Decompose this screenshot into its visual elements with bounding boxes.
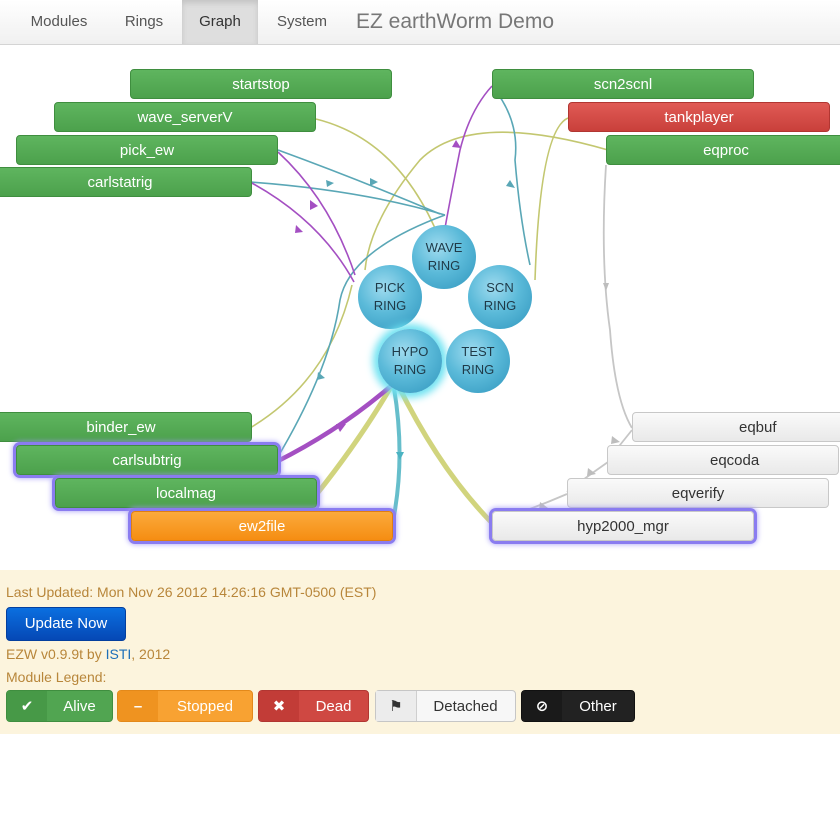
version-suffix: , 2012 (131, 646, 171, 662)
module-ring-graph: startstop wave_serverV pick_ew carlstatr… (0, 45, 840, 570)
module-carlstatrig[interactable]: carlstatrig (0, 167, 252, 197)
x-icon: ✖ (259, 691, 299, 721)
ring-pick[interactable]: PICK RING (358, 265, 422, 329)
module-tankplayer[interactable]: tankplayer (568, 102, 830, 132)
graph-links (249, 85, 633, 527)
tab-rings[interactable]: Rings (124, 13, 164, 30)
module-wave-serverv[interactable]: wave_serverV (54, 102, 316, 132)
link-carlsubtrig-hypo (274, 383, 394, 465)
legend-title: Module Legend: (6, 669, 107, 685)
legend-other-label: Other (579, 698, 617, 715)
version-text: EZW v0.9.9t by ISTI, 2012 (6, 646, 170, 662)
link-binder-pick (249, 284, 353, 429)
ring-scn-line1: SCN (486, 280, 514, 295)
module-hyp2000-mgr[interactable]: hyp2000_mgr (492, 511, 754, 541)
legend-detached-label: Detached (433, 698, 498, 715)
top-navbar: Modules Rings Graph System EZ earthWorm … (0, 0, 840, 45)
ring-hypo-line1: HYPO (391, 344, 429, 359)
ring-pick-line2: RING (373, 298, 407, 313)
link-scn2scnl-wave-p (444, 85, 493, 229)
ring-wave[interactable]: WAVE RING (412, 225, 476, 289)
module-eqbuf[interactable]: eqbuf (632, 412, 840, 442)
link-pick-startpath (277, 151, 356, 276)
module-eqcoda[interactable]: eqcoda (607, 445, 839, 475)
link-pick-wave (277, 149, 441, 215)
link-localmag-hypo (314, 383, 395, 497)
ring-test-line2: RING (461, 362, 495, 377)
isti-link[interactable]: ISTI (105, 646, 132, 662)
link-scn2scnl-wave (491, 85, 531, 266)
update-now-button[interactable]: Update Now (6, 607, 126, 641)
module-scn2scnl[interactable]: scn2scnl (492, 69, 754, 99)
check-icon: ✔ (7, 691, 47, 721)
link-scn-tank (534, 117, 569, 281)
module-eqverify[interactable]: eqverify (567, 478, 829, 508)
link-eqproc-pick (364, 131, 609, 271)
link-eqproc-eqbuf (602, 164, 633, 429)
module-binder-ew[interactable]: binder_ew (0, 412, 252, 442)
ring-pick-line1: PICK (374, 280, 406, 295)
legend-alive-label: Alive (63, 698, 96, 715)
legend-detached: ⚑ Detached (375, 690, 516, 722)
module-carlsubtrig[interactable]: carlsubtrig (16, 445, 278, 475)
ban-icon: ⊘ (522, 691, 562, 721)
legend-other: ⊘ Other (521, 690, 635, 722)
module-ew2file[interactable]: ew2file (131, 511, 393, 541)
ring-hypo-line2: RING (393, 362, 427, 377)
ring-scn[interactable]: SCN RING (468, 265, 532, 329)
link-carlstatrig-wave (249, 181, 446, 216)
legend-stopped-label: Stopped (177, 698, 233, 715)
module-localmag[interactable]: localmag (55, 478, 317, 508)
link-carlstatrig-pick (249, 181, 355, 283)
legend-stopped: – Stopped (117, 690, 253, 722)
link-ew2file-hypo (390, 387, 402, 527)
module-pick-ew[interactable]: pick_ew (16, 135, 278, 165)
status-panel: Last Updated: Mon Nov 26 2012 14:26:16 G… (0, 570, 840, 734)
legend-dead-label: Dead (315, 698, 352, 715)
flag-icon: ⚑ (376, 691, 417, 721)
module-eqproc[interactable]: eqproc (606, 135, 840, 165)
module-startstop[interactable]: startstop (130, 69, 392, 99)
ring-wave-line2: RING (427, 258, 461, 273)
app-brand-title: EZ earthWorm Demo (356, 10, 554, 33)
legend-dead: ✖ Dead (258, 690, 369, 722)
legend-alive: ✔ Alive (6, 690, 113, 722)
last-updated-text: Last Updated: Mon Nov 26 2012 14:26:16 G… (6, 584, 377, 600)
minus-icon: – (118, 691, 158, 721)
ring-test[interactable]: TEST RING (446, 329, 510, 393)
link-wave-serverV (315, 118, 441, 241)
link-hyp2000-hypo (395, 383, 494, 525)
link-carlsubtrig-wave (275, 214, 446, 461)
ring-hypo[interactable]: HYPO RING (378, 329, 442, 393)
tab-modules[interactable]: Modules (30, 13, 88, 30)
ring-test-line1: TEST (461, 344, 495, 359)
ring-wave-line1: WAVE (425, 240, 463, 255)
ring-scn-line2: RING (483, 298, 517, 313)
tab-graph[interactable]: Graph (182, 0, 258, 44)
version-prefix: EZW v0.9.9t by (6, 646, 106, 662)
tab-system[interactable]: System (276, 13, 327, 30)
